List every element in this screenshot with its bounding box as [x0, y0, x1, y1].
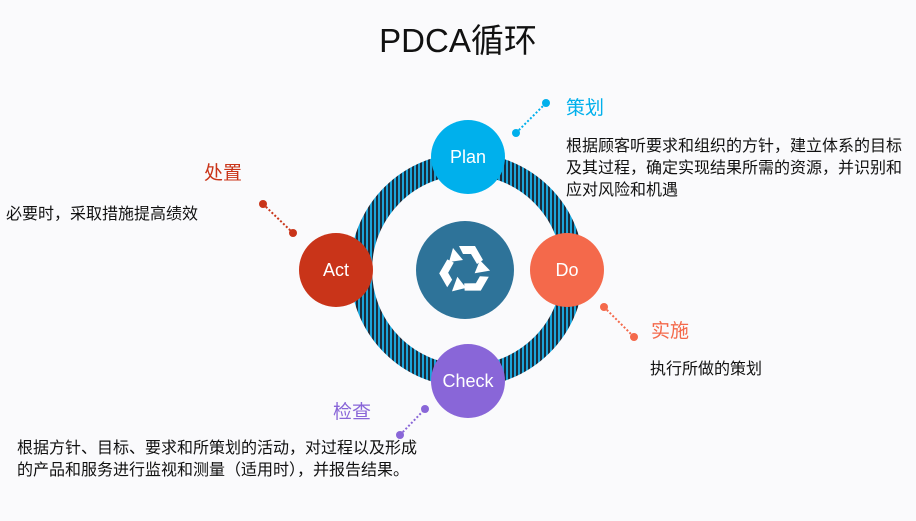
act-heading: 处置 [204, 162, 243, 184]
act-connector [259, 200, 297, 237]
center-circle [416, 221, 514, 319]
act-node[interactable]: Act [299, 233, 373, 307]
plan-node[interactable]: Plan [431, 120, 505, 194]
do-connector [600, 303, 638, 341]
plan-node-label: Plan [450, 147, 486, 167]
do-node[interactable]: Do [530, 233, 604, 307]
act-description: 必要时，采取措施提高绩效 [6, 204, 199, 223]
plan-connector [512, 99, 550, 137]
plan-heading: 策划 [566, 97, 605, 119]
check-node[interactable]: Check [431, 344, 505, 418]
act-node-label: Act [323, 260, 349, 280]
do-node-label: Do [555, 260, 578, 280]
check-connector [396, 405, 429, 439]
recycle-icon [439, 246, 491, 292]
check-heading: 检查 [333, 401, 372, 423]
check-node-label: Check [442, 371, 494, 391]
do-description: 执行所做的策划 [650, 359, 763, 378]
check-description: 根据方针、目标、要求和所策划的活动，对过程以及形成的产品和服务进行监视和测量（适… [17, 438, 418, 479]
do-heading: 实施 [651, 320, 690, 342]
page-title: PDCA循环 [379, 22, 537, 59]
plan-description: 根据顾客听要求和组织的方针，建立体系的目标及其过程，确定实现结果所需的资源，并识… [566, 136, 903, 199]
